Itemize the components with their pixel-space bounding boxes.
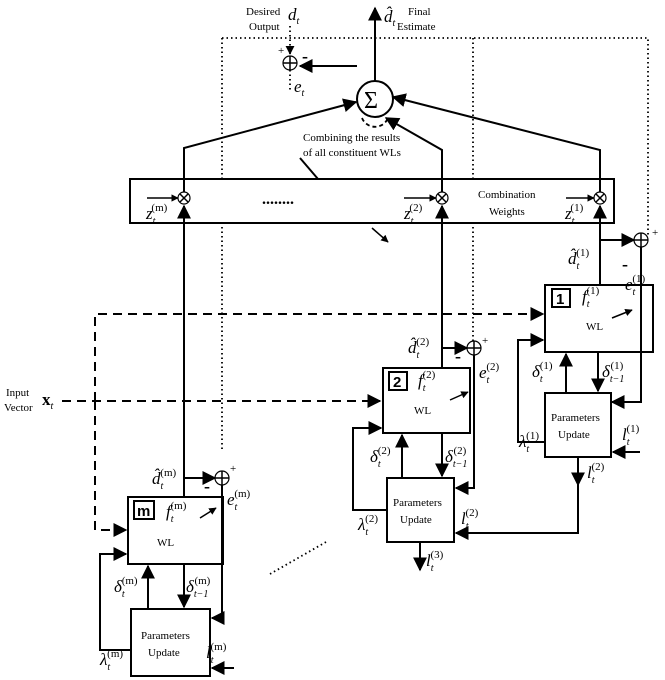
desired-output-label-line2: Output <box>249 21 280 33</box>
wl-2-index-box <box>388 371 408 391</box>
learner-ellipsis <box>269 541 327 575</box>
input-dash-to-wlm <box>94 401 128 537</box>
weak-learner-m: m ft(m) WL d̂t(m) + - et(m) Parameters U… <box>99 204 251 677</box>
svg-text:2: 2 <box>393 374 401 391</box>
params-update-2-box <box>386 477 455 543</box>
svg-text:Parameters: Parameters <box>393 497 442 509</box>
to-sum-lines <box>183 93 601 192</box>
input-label-line2: Vector <box>4 402 33 414</box>
d-hat-1-symbol: d̂t(1) <box>568 247 589 272</box>
combination-ellipsis: ........ <box>262 191 294 208</box>
lambda-2-symbol: λt(2) <box>357 513 378 538</box>
l-2-out-symbol: lt(2) <box>587 461 605 486</box>
lambda-1-symbol: λt(1) <box>518 430 539 455</box>
svg-text:1: 1 <box>556 291 564 308</box>
delta-2-symbol: δt(2) <box>370 445 391 470</box>
svg-text:Update: Update <box>148 647 180 659</box>
wl-m-label: WL <box>157 537 174 549</box>
combination-label-line1: Combination <box>478 189 536 201</box>
params-update-m-box <box>130 608 211 677</box>
combination-box-arrow <box>371 227 389 243</box>
top-error-symbol: et <box>294 77 305 99</box>
l-2-symbol: lt(2) <box>461 507 479 532</box>
wl-2-f-symbol: ft(2) <box>418 369 436 394</box>
e-2-symbol: et(2) <box>479 361 499 386</box>
delta-prev-1-symbol: δt−1(1) <box>602 360 624 385</box>
lambda-m-symbol: λt(m) <box>99 648 123 673</box>
final-estimate-label-line2: Estimate <box>397 21 436 33</box>
svg-text:Parameters: Parameters <box>551 412 600 424</box>
top-adder-minus: - <box>302 46 308 66</box>
wl-m-f-symbol: ft(m) <box>166 500 187 525</box>
delta-prev-m-symbol: δt−1(m) <box>186 575 211 600</box>
wl-2-label: WL <box>414 405 431 417</box>
combination-label-line2: Weights <box>489 206 525 218</box>
desired-output-symbol: dt <box>288 5 300 27</box>
svg-text:Parameters: Parameters <box>141 630 190 642</box>
l-3-symbol: lt(3) <box>426 549 444 574</box>
svg-text:+: + <box>482 335 488 347</box>
e-1-symbol: et(1) <box>625 273 645 298</box>
svg-text:+: + <box>230 463 236 475</box>
delta-m-symbol: δt(m) <box>114 575 138 600</box>
top-adder-plus: + <box>278 45 284 57</box>
top-section: Desired Output dt + - et d̂t Final Estim… <box>246 5 436 159</box>
z-2-symbol: zt(2) <box>403 202 423 227</box>
weak-learner-2: 2 ft(2) WL d̂t(2) + - et(2) Parameters U… <box>352 204 499 574</box>
input-dash-to-wl1 <box>94 307 545 401</box>
error-bus <box>221 37 649 452</box>
d-hat-m-symbol: d̂t(m) <box>152 467 177 492</box>
wl-1-label: WL <box>586 321 603 333</box>
desired-output-label-line1: Desired <box>246 6 281 18</box>
wl-1-index-box <box>551 288 571 308</box>
svg-text:+: + <box>652 227 658 239</box>
delta-1-symbol: δt(1) <box>532 360 553 385</box>
svg-text:-: - <box>455 346 461 366</box>
final-estimate-symbol: d̂t <box>384 7 396 29</box>
input-section: Input Vector xt <box>4 307 545 537</box>
summation-symbol: Σ <box>364 88 378 114</box>
l-1-symbol: lt(1) <box>622 423 640 448</box>
combination-weights-box: Combination Weights ........ zt(m) zt(2)… <box>129 178 615 243</box>
combining-label-line1: Combining the results <box>303 132 400 144</box>
svg-text:-: - <box>204 476 210 496</box>
wl-m-index-box <box>133 500 155 520</box>
svg-text:Update: Update <box>400 514 432 526</box>
z-1-symbol: zt(1) <box>564 202 584 227</box>
input-label-line1: Input <box>6 387 29 399</box>
combining-label-line2: of all constituent WLs <box>303 147 401 159</box>
weak-learner-1: 1 ft(1) WL d̂t(1) + - et(1) Parameters U… <box>454 204 658 540</box>
summation-dashed-arc <box>361 117 389 128</box>
e-m-symbol: et(m) <box>227 488 251 513</box>
z-m-symbol: zt(m) <box>145 202 168 227</box>
params-update-1-box <box>544 392 612 458</box>
final-estimate-label-line1: Final <box>408 6 431 18</box>
svg-text:Update: Update <box>558 429 590 441</box>
svg-text:-: - <box>622 254 628 274</box>
delta-prev-2-symbol: δt−1(2) <box>445 445 467 470</box>
input-vector-symbol: xt <box>42 390 54 412</box>
svg-text:m: m <box>137 503 150 520</box>
d-hat-2-symbol: d̂t(2) <box>408 336 429 361</box>
wl-1-f-symbol: ft(1) <box>582 285 600 310</box>
l-m-symbol: lt(m) <box>206 641 227 666</box>
